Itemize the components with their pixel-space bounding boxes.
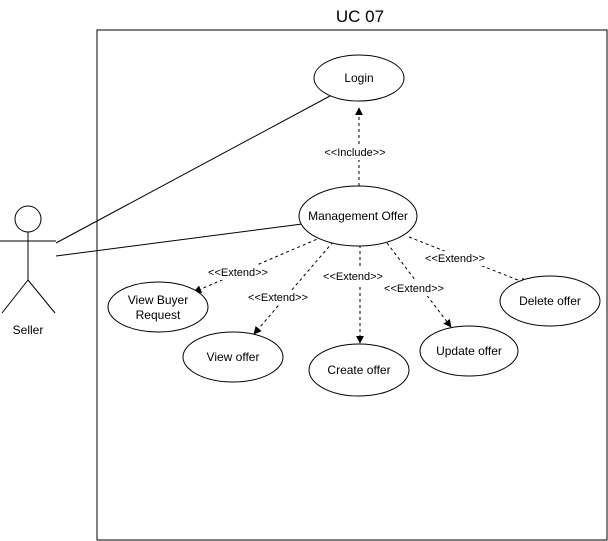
extend-label-bg-2: [243, 290, 313, 305]
extend-label-view-offer: <<Extend>>: [248, 292, 308, 304]
use-case-view-offer-label: View offer: [207, 350, 260, 364]
use-case-login[interactable]: Login: [313, 54, 405, 102]
use-case-management-offer-label: Management Offer: [308, 209, 408, 223]
extend-arrow-view-buyer-request[interactable]: [193, 236, 323, 293]
actor-seller[interactable]: Seller: [0, 205, 56, 337]
include-label-bg: [318, 144, 394, 160]
actor-name: Seller: [13, 323, 44, 337]
extend-label-view-buyer-request: <<Extend>>: [208, 267, 268, 279]
actor-right-leg: [27, 279, 56, 314]
use-case-view-buyer-request-label-1: View Buyer: [128, 293, 188, 307]
association-seller-login[interactable]: [55, 95, 331, 244]
include-label: <<Include>>: [324, 147, 385, 159]
use-case-view-offer[interactable]: View offer: [182, 331, 284, 383]
system-title: UC 07: [336, 7, 384, 26]
actor-head: [14, 205, 42, 233]
use-case-create-offer-label: Create offer: [327, 363, 390, 377]
use-case-create-offer[interactable]: Create offer: [308, 343, 410, 397]
use-case-login-label: Login: [344, 71, 373, 85]
use-case-view-buyer-request-label-2: Request: [136, 308, 181, 322]
use-case-delete-offer[interactable]: Delete offer: [499, 275, 601, 327]
extend-arrow-view-offer[interactable]: [253, 241, 334, 335]
extend-label-update-offer: <<Extend>>: [384, 283, 444, 295]
use-case-update-offer[interactable]: Update offer: [419, 325, 519, 377]
use-case-management-offer[interactable]: Management Offer: [298, 185, 418, 247]
actor-left-leg: [1, 279, 29, 314]
use-case-delete-offer-label: Delete offer: [519, 294, 581, 308]
use-case-view-buyer-request[interactable]: View Buyer Request: [107, 281, 209, 333]
use-case-update-offer-label: Update offer: [436, 344, 502, 358]
extend-label-create-offer: <<Extend>>: [323, 271, 383, 283]
extend-label-bg-5: [420, 251, 490, 266]
extend-label-bg-3: [318, 269, 388, 284]
extend-label-bg-4: [379, 281, 449, 296]
association-seller-management-offer[interactable]: [55, 223, 303, 257]
extend-label-bg-1: [203, 265, 273, 280]
extend-label-delete-offer: <<Extend>>: [425, 253, 485, 265]
